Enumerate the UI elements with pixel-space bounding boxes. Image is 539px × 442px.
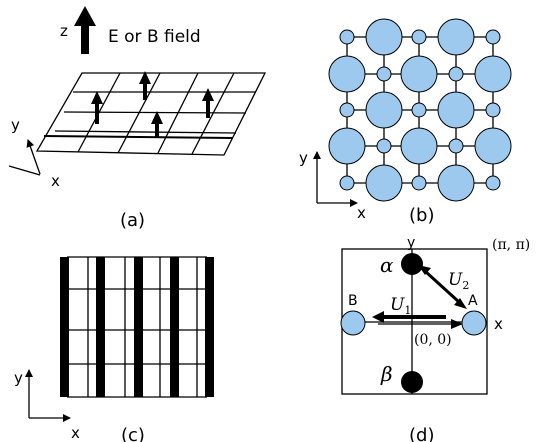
caption-b: (b) bbox=[409, 205, 434, 226]
panel-c: y x (c) bbox=[14, 256, 214, 442]
beta-label: β bbox=[380, 362, 393, 386]
large-atoms bbox=[328, 18, 512, 202]
field-arrow bbox=[74, 6, 96, 54]
axis-y-b: y bbox=[299, 149, 308, 167]
panel-a: z E or B field y bbox=[8, 6, 267, 231]
point-a-label: A bbox=[468, 293, 478, 309]
panel-d: y x (π, π) (0, 0) α β B A U1 U2 (d) bbox=[340, 235, 530, 442]
corner-label: (π, π) bbox=[492, 237, 530, 253]
lattice-plane bbox=[35, 72, 267, 156]
caption-d: (d) bbox=[409, 425, 434, 442]
spin-arrows bbox=[91, 71, 214, 138]
point-b-label: B bbox=[348, 293, 358, 309]
axis-x-d: x bbox=[494, 315, 503, 333]
field-axis-label: z bbox=[60, 22, 68, 40]
caption-c: (c) bbox=[121, 425, 145, 442]
u2-label: U2 bbox=[448, 270, 469, 292]
axis-x-c: x bbox=[71, 424, 80, 442]
point-b-circle bbox=[340, 310, 366, 336]
stripes bbox=[60, 257, 214, 397]
point-a-circle bbox=[461, 310, 487, 336]
axes-a bbox=[8, 139, 41, 176]
beta-point bbox=[401, 371, 423, 393]
axis-y-c: y bbox=[14, 369, 23, 387]
axes-c bbox=[25, 369, 71, 422]
alpha-label: α bbox=[380, 253, 394, 277]
axes-b bbox=[313, 151, 358, 207]
caption-a: (a) bbox=[120, 210, 145, 231]
u1-arrow bbox=[372, 311, 463, 329]
origin-label: (0, 0) bbox=[414, 332, 452, 348]
alpha-point bbox=[401, 253, 423, 275]
u1-label: U1 bbox=[390, 295, 411, 317]
small-atoms bbox=[339, 29, 501, 191]
field-label: E or B field bbox=[108, 27, 201, 47]
axis-y-a: y bbox=[11, 116, 20, 134]
axis-y-d: y bbox=[407, 235, 415, 251]
axis-x-a: x bbox=[51, 172, 60, 190]
axis-x-b: x bbox=[357, 204, 366, 222]
panel-b: y x (b) bbox=[299, 18, 512, 226]
